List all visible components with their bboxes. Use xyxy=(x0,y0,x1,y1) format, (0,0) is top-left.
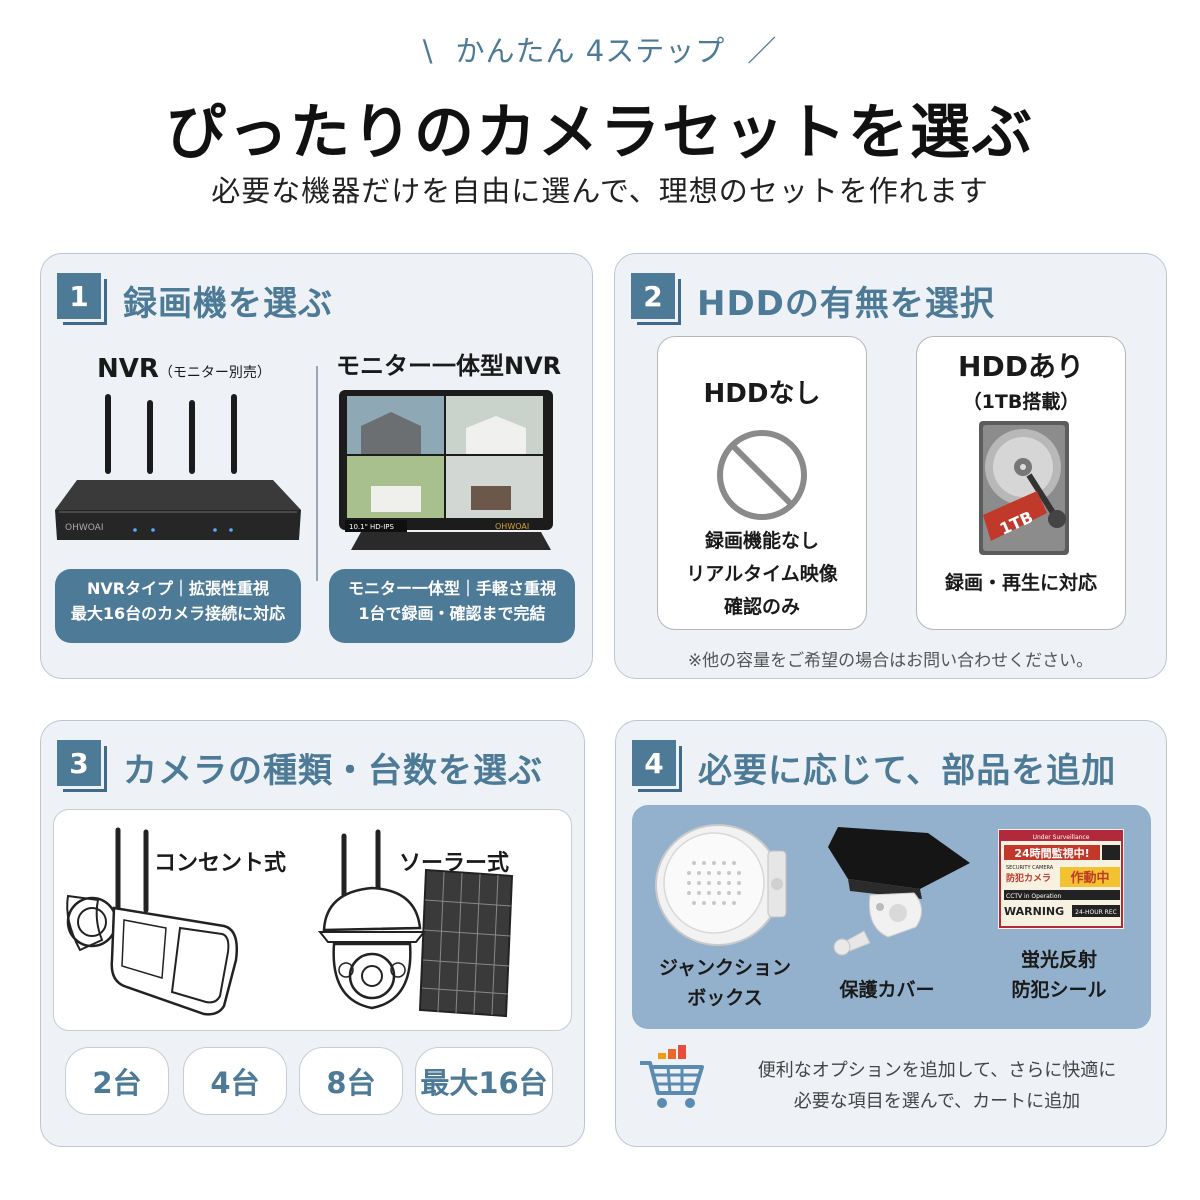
prohibited-icon xyxy=(717,430,807,520)
svg-text:防犯カメラ: 防犯カメラ xyxy=(1006,872,1051,884)
page-subtitle: 必要な機器だけを自由に選んで、理想のセットを作れます xyxy=(211,174,989,208)
svg-text:WARNING: WARNING xyxy=(1004,905,1064,918)
nvr-router-image[interactable]: OHWOAI xyxy=(55,394,305,554)
step4-header: 4 必要に応じて、部品を追加 xyxy=(632,737,1116,797)
count-option-16[interactable]: 最大16台 xyxy=(415,1047,553,1115)
step1-panel: 1 録画機を選ぶ NVR（モニター別売） モニター一体型NVR OHWOAI 1… xyxy=(40,253,593,679)
hdd-card[interactable]: HDDあり （1TB搭載） 1TB 録画・再生に対応 xyxy=(916,336,1126,630)
nvr-brand: OHWOAI xyxy=(65,523,104,533)
nvr-label: NVR（モニター別売） xyxy=(97,354,271,384)
eyebrow-slash-right: ／ xyxy=(747,34,778,68)
page-title: ぴったりのカメラセットを選ぶ xyxy=(166,98,1034,168)
step1-title: 録画機を選ぶ xyxy=(123,283,333,324)
nvr-note: （モニター別売） xyxy=(158,365,271,381)
junction-box-label: ジャンクションボックス xyxy=(658,957,792,1009)
no-hdd-description: 録画機能なしリアルタイム映像確認のみ xyxy=(686,530,838,618)
eyebrow: \ かんたん 4ステップ ／ xyxy=(0,28,1200,70)
hdd-capacity: （1TB搭載） xyxy=(962,391,1080,413)
solar-type-label: ソーラー式 xyxy=(399,851,510,876)
security-sticker-image[interactable]: Under Surveillance 24時間監視中! SECURITY CAM… xyxy=(998,829,1124,929)
accessory-area: ジャンクションボックス 保護カバー Under Surveillance 24時… xyxy=(632,805,1151,1029)
step2-header: 2 HDDの有無を選択 xyxy=(631,270,995,330)
nvr-description: NVRタイプ｜拡張性重視最大16台のカメラ接続に対応 xyxy=(55,569,301,643)
step2-number-badge: 2 xyxy=(631,273,683,327)
count-option-8[interactable]: 8台 xyxy=(299,1047,403,1115)
svg-text:CCTV in Operation: CCTV in Operation xyxy=(1006,893,1061,900)
monitor-brand: OHWOAI xyxy=(495,522,529,531)
camera-type-area: コンセント式 ソーラー式 xyxy=(53,809,572,1031)
solar-camera-image[interactable] xyxy=(316,810,556,1031)
outlet-type-label: コンセント式 xyxy=(154,851,287,876)
outlet-camera-image[interactable] xyxy=(54,810,254,1031)
step1-number-badge: 1 xyxy=(57,273,109,327)
step4-number-badge: 4 xyxy=(632,740,684,794)
vertical-divider xyxy=(316,366,318,581)
step3-number-badge: 3 xyxy=(57,740,109,794)
count-option-4[interactable]: 4台 xyxy=(183,1047,287,1115)
step3-title: カメラの種類・台数を選ぶ xyxy=(123,750,543,791)
step4-title: 必要に応じて、部品を追加 xyxy=(698,750,1117,791)
eyebrow-text: かんたん 4ステップ xyxy=(455,34,726,68)
capacity-note: ※他の容量をご希望の場合はお問い合わせください。 xyxy=(687,651,1094,671)
svg-text:24-HOUR REC: 24-HOUR REC xyxy=(1075,909,1117,916)
junction-box-image[interactable] xyxy=(650,821,800,951)
cart-description: 便利なオプションを追加して、さらに快適に必要な項目を選んで、カートに追加 xyxy=(757,1060,1117,1112)
svg-text:Under Surveillance: Under Surveillance xyxy=(1033,834,1090,841)
monitor-nvr-image[interactable]: 10.1" HD-IPS OHWOAI xyxy=(331,386,571,556)
count-option-2[interactable]: 2台 xyxy=(65,1047,169,1115)
eyebrow-slash-left: \ xyxy=(422,34,434,68)
svg-text:24時間監視中!: 24時間監視中! xyxy=(1014,846,1089,860)
protective-cover-image[interactable] xyxy=(818,819,978,959)
step2-panel: 2 HDDの有無を選択 HDDなし 録画機能なしリアルタイム映像確認のみ HDD… xyxy=(614,253,1167,679)
hdd-description: 録画・再生に対応 xyxy=(944,572,1097,594)
monitor-badge: 10.1" HD-IPS xyxy=(349,523,394,531)
step3-header: 3 カメラの種類・台数を選ぶ xyxy=(57,737,543,797)
svg-text:SECURITY CAMERA: SECURITY CAMERA xyxy=(1006,865,1054,871)
step3-panel: 3 カメラの種類・台数を選ぶ コンセント式 xyxy=(40,720,585,1147)
step2-title: HDDの有無を選択 xyxy=(697,283,995,324)
cart-icon xyxy=(640,1045,704,1108)
monitor-nvr-label: モニター一体型NVR xyxy=(336,352,562,380)
no-hdd-card[interactable]: HDDなし 録画機能なしリアルタイム映像確認のみ xyxy=(657,336,867,630)
security-sticker-label: 蛍光反射防犯シール xyxy=(1011,949,1107,1001)
protective-cover-label: 保護カバー xyxy=(839,979,935,1001)
step1-header: 1 録画機を選ぶ xyxy=(57,270,333,330)
step4-panel: 4 必要に応じて、部品を追加 ジャンクションボックス xyxy=(615,720,1167,1147)
hdd-image: 1TB xyxy=(979,421,1069,555)
hdd-title: HDDあり xyxy=(958,350,1084,383)
no-hdd-title: HDDなし xyxy=(703,379,821,409)
svg-text:作動中: 作動中 xyxy=(1070,870,1109,886)
